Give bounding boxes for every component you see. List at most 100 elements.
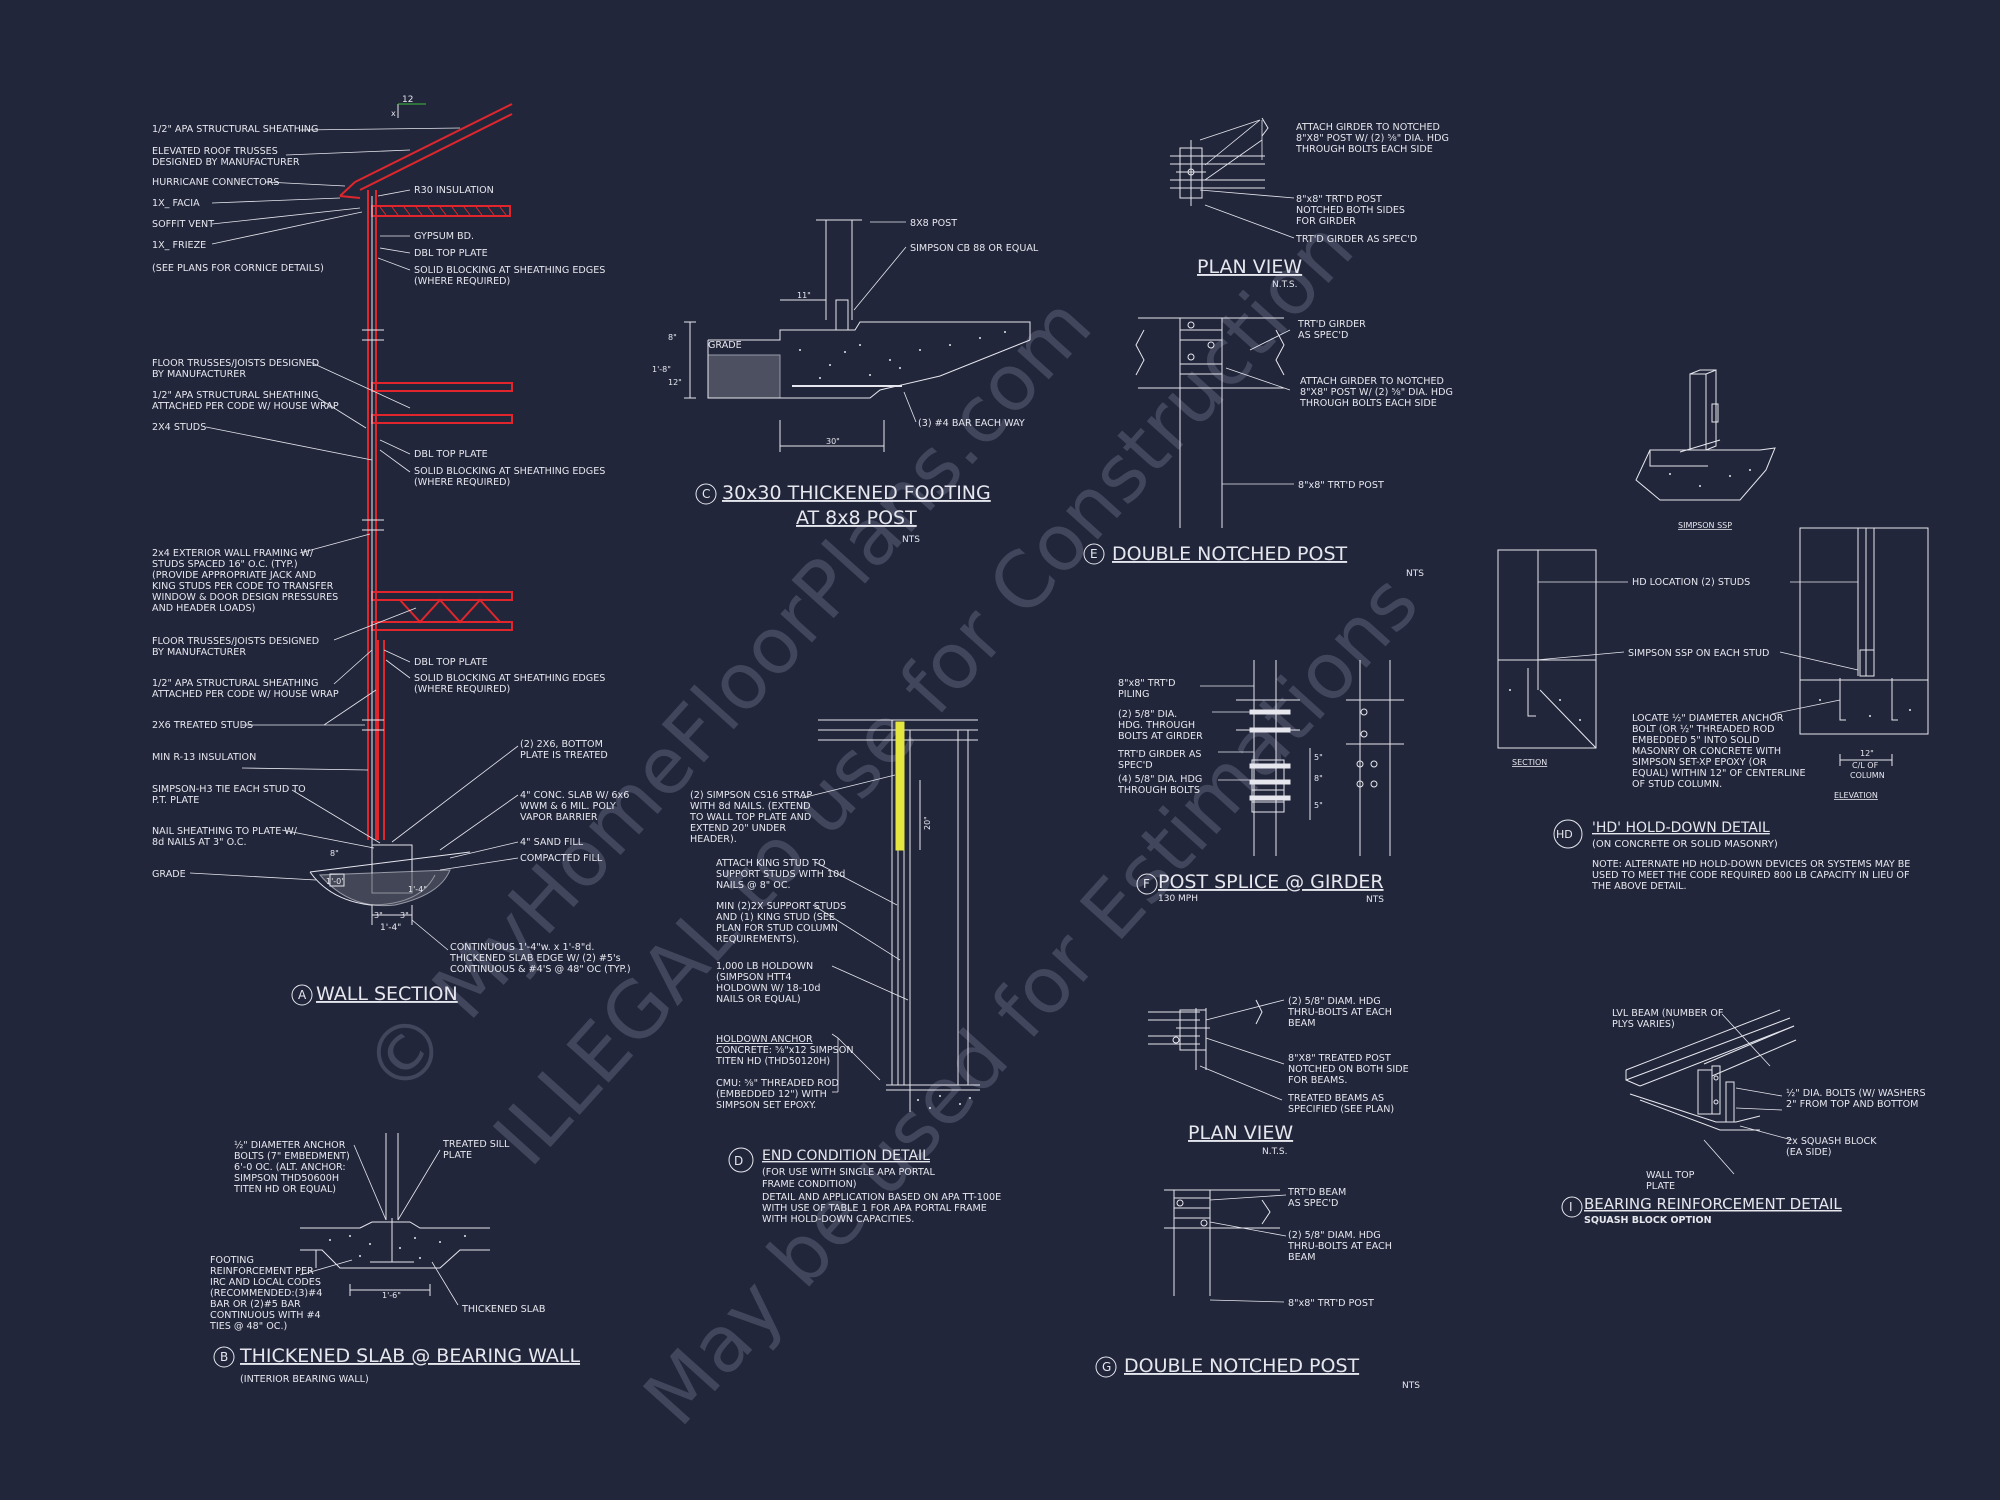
b-marker: B [220, 1350, 228, 1364]
f-label-3: HDG. THROUGH [1118, 720, 1195, 731]
a-right-1: GYPSUM BD. [414, 231, 474, 242]
f-dim-2: 5" [1314, 801, 1323, 810]
b-note-1: BOLTS (7" EMBEDMENT) [234, 1151, 350, 1162]
a-marker: A [298, 988, 307, 1002]
a-left-15: (PROVIDE APPROPRIATE JACK AND [152, 570, 316, 581]
d-anchor-1: CONCRETE: ⅝"x12 SIMPSON [716, 1045, 854, 1056]
e-elev-5: 8"x8" TRT'D POST [1298, 480, 1384, 491]
e-elev-0: TRT'D GIRDER [1297, 319, 1366, 330]
f-nts: NTS [1366, 895, 1384, 905]
a-title: WALL SECTION [316, 983, 458, 1005]
d-note-13: (SIMPSON HTT4 [716, 972, 791, 983]
hd-section: SECTION [1512, 758, 1547, 767]
hd-label-6: SIMPSON SET-XP EPOXY (OR [1632, 757, 1767, 768]
detail-i-bearing-reinforcement [1561, 1009, 1797, 1218]
i-label-1: PLYS VARIES) [1612, 1019, 1675, 1030]
g-plan-6: TREATED BEAMS AS [1287, 1093, 1384, 1104]
i-label-7: PLATE [1646, 1181, 1675, 1192]
a-left-24: MIN R-13 INSULATION [152, 752, 256, 763]
d-note-8: MIN (2)2X SUPPORT STUDS [716, 901, 846, 912]
detail-c-text: 8X8 POST SIMPSON CB 88 OR EQUAL (3) #4 B… [652, 218, 1039, 545]
e-plan-1: 8"X8" POST W/ (2) ⅝" DIA. HDG [1296, 133, 1449, 144]
a-dim-1: 3" [374, 911, 383, 920]
d-sub-1: FRAME CONDITION) [762, 1179, 857, 1190]
a-right-13: 4" CONC. SLAB W/ 6x6 [520, 790, 629, 801]
e-elev-1: AS SPEC'D [1298, 330, 1348, 341]
d-sub-2: DETAIL AND APPLICATION BASED ON APA TT-1… [762, 1192, 1001, 1203]
g-marker: G [1102, 1360, 1111, 1374]
i-label-0: LVL BEAM (NUMBER OF [1612, 1008, 1723, 1019]
detail-c-dots [799, 331, 1006, 379]
a-left-26: P.T. PLATE [152, 795, 199, 806]
e-plan-5: FOR GIRDER [1296, 216, 1356, 227]
f-dim-1: 8" [1314, 774, 1323, 783]
f-label-0: 8"x8" TRT'D [1118, 678, 1175, 689]
a-dim-3: 8" [330, 849, 339, 858]
a-left-19: FLOOR TRUSSES/JOISTS DESIGNED [152, 636, 319, 647]
d-note-4: HEADER). [690, 834, 737, 845]
a-dim-5: 1'-4" [408, 885, 427, 894]
hd-iso-label: SIMPSON SSP [1678, 521, 1732, 530]
g-elev-2: (2) 5/8" DIAM. HDG [1288, 1230, 1381, 1241]
f-label-4: BOLTS AT GIRDER [1118, 731, 1203, 742]
detail-d-text: (2) SIMPSON CS16 STRAP WITH 8d NAILS. (E… [689, 790, 1001, 1225]
b-foot-4: BAR OR (2)#5 BAR [210, 1299, 301, 1310]
a-left-28: 8d NAILS AT 3" O.C. [152, 837, 247, 848]
b-foot-1: REINFORCEMENT PER [210, 1266, 314, 1277]
b-dim: 1'-6" [382, 1291, 401, 1300]
g-plan-5: FOR BEAMS. [1288, 1075, 1347, 1086]
a-right-10: (WHERE REQUIRED) [414, 684, 510, 695]
hd-label-2: LOCATE ½" DIAMETER ANCHOR [1632, 712, 1784, 724]
hd-dim-1: C/L OF [1852, 761, 1879, 770]
hd-label-8: OF STUD COLUMN. [1632, 779, 1722, 790]
a-left-22: ATTACHED PER CODE W/ HOUSE WRAP [152, 689, 339, 700]
d-dim: 20" [923, 816, 932, 830]
f-label-2: (2) 5/8" DIA. [1118, 709, 1177, 720]
slope-run: 12 [402, 95, 413, 105]
b-foot-6: TIES @ 48" OC.) [209, 1321, 287, 1332]
d-sub-4: WITH HOLD-DOWN CAPACITIES. [762, 1214, 914, 1225]
a-right-4: (WHERE REQUIRED) [414, 276, 510, 287]
hd-dim-2: COLUMN [1850, 771, 1885, 780]
g-elev-4: BEAM [1288, 1252, 1315, 1263]
b-subtitle: (INTERIOR BEARING WALL) [240, 1374, 369, 1385]
detail-hd-dots [1509, 469, 1911, 721]
f-sub: 130 MPH [1158, 894, 1198, 904]
i-sub: SQUASH BLOCK OPTION [1584, 1215, 1712, 1226]
detail-c-footing [684, 219, 1031, 505]
b-sill-1: PLATE [443, 1150, 472, 1161]
a-right-15: VAPOR BARRIER [520, 812, 598, 823]
g-elev-5: 8"x8" TRT'D POST [1288, 1298, 1374, 1309]
b-foot-5: CONTINUOUS WITH #4 [210, 1310, 321, 1321]
i-marker: I [1569, 1200, 1573, 1214]
hd-label-5: MASONRY OR CONCRETE WITH [1632, 746, 1781, 757]
detail-g-double-notched-post [1095, 999, 1287, 1378]
d-title: END CONDITION DETAIL [762, 1148, 930, 1164]
hd-elevation: ELEVATION [1834, 791, 1878, 800]
e-plan-title: PLAN VIEW [1197, 256, 1302, 278]
a-left-16: KING STUDS PER CODE TO TRANSFER [152, 581, 334, 592]
a-left-17: WINDOW & DOOR DESIGN PRESSURES [152, 592, 338, 603]
i-label-6: WALL TOP [1646, 1170, 1695, 1181]
c-dim-1: 8" [668, 333, 677, 342]
hd-dim-0: 12" [1860, 749, 1874, 758]
detail-i-text: LVL BEAM (NUMBER OF PLYS VARIES) ½" DIA.… [1569, 1008, 1926, 1226]
b-foot-0: FOOTING [210, 1255, 254, 1266]
hd-note-2: THE ABOVE DETAIL. [1591, 881, 1687, 892]
a-dim-4: 1'-0" [326, 877, 345, 886]
g-nts: NTS [1402, 1381, 1420, 1391]
g-plan-title: PLAN VIEW [1188, 1122, 1293, 1144]
e-elev-4: THROUGH BOLTS EACH SIDE [1299, 398, 1437, 409]
f-label-1: PILING [1118, 689, 1149, 700]
hd-label-3: BOLT (OR ½" THREADED ROD [1632, 723, 1775, 735]
a-right-14: WWM & 6 MIL. POLY [520, 801, 616, 812]
c-dim-3: 1'-8" [652, 365, 671, 374]
e-plan-2: THROUGH BOLTS EACH SIDE [1295, 144, 1433, 155]
d-anchor-2: TITEN HD (THD50120H) [715, 1056, 830, 1067]
g-plan-2: BEAM [1288, 1018, 1315, 1029]
g-plan-4: NOTCHED ON BOTH SIDE [1288, 1064, 1409, 1075]
detail-d-dots [917, 1095, 971, 1109]
d-note-15: NAILS OR EQUAL) [716, 994, 801, 1005]
e-title: DOUBLE NOTCHED POST [1112, 543, 1348, 565]
